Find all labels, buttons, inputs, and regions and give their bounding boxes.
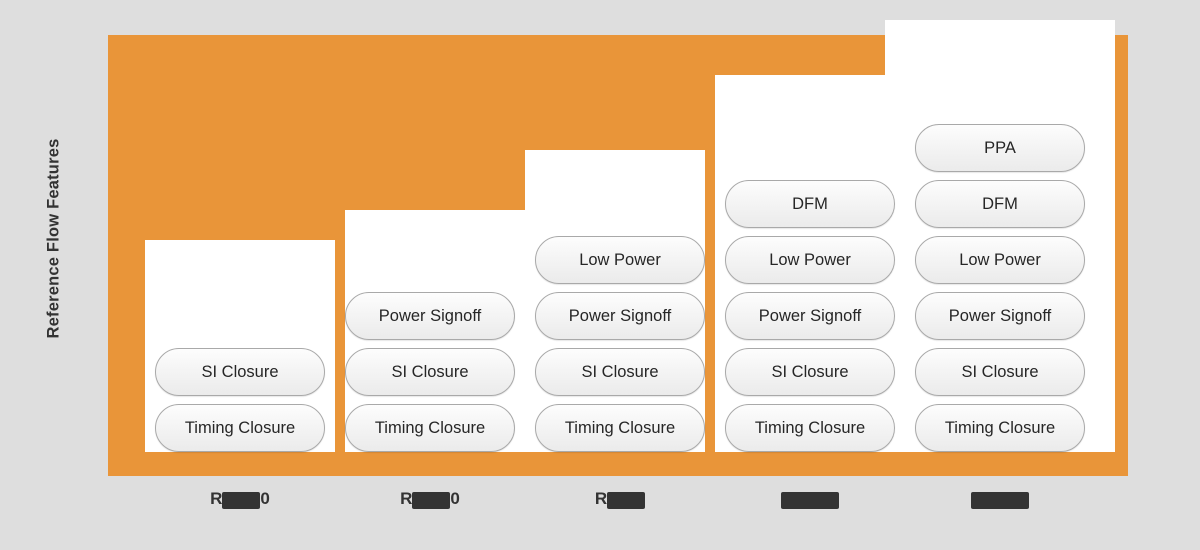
feature-pill[interactable]: Timing Closure	[725, 404, 895, 452]
feature-pill[interactable]: Power Signoff	[535, 292, 705, 340]
feature-stack-5: Timing Closure SI Closure Power Signoff Low…	[915, 124, 1085, 452]
feature-pill[interactable]: Power Signoff	[725, 292, 895, 340]
feature-pill[interactable]: DFM	[725, 180, 895, 228]
redaction-bar	[412, 491, 451, 509]
feature-pill[interactable]: SI Closure	[535, 348, 705, 396]
feature-pill[interactable]: Power Signoff	[345, 292, 515, 340]
feature-stack-3: Timing Closure SI Closure Power Signoff Low…	[535, 236, 705, 452]
feature-pill[interactable]: Low Power	[535, 236, 705, 284]
x-axis-tick-label-4	[725, 486, 895, 512]
feature-stack-1: Timing Closure SI Closure	[155, 348, 325, 452]
redaction-bar	[781, 491, 839, 509]
feature-stack-4: Timing Closure SI Closure Power Signoff Low…	[725, 180, 895, 452]
feature-pill[interactable]: SI Closure	[345, 348, 515, 396]
feature-pill[interactable]: SI Closure	[915, 348, 1085, 396]
feature-pill[interactable]: Timing Closure	[155, 404, 325, 452]
tick-text-suffix: 0	[450, 489, 460, 508]
feature-pill[interactable]: SI Closure	[155, 348, 325, 396]
feature-pill[interactable]: Timing Closure	[345, 404, 515, 452]
feature-pill[interactable]: DFM	[915, 180, 1085, 228]
redaction-bar	[971, 491, 1029, 509]
feature-pill[interactable]: Power Signoff	[915, 292, 1085, 340]
feature-pill[interactable]: PPA	[915, 124, 1085, 172]
tick-text-suffix: 0	[260, 489, 270, 508]
tick-text-prefix: R	[210, 489, 223, 508]
x-axis-tick-label-3: R	[535, 486, 705, 512]
y-axis-title-text: Reference Flow Features	[44, 138, 63, 338]
feature-pill[interactable]: SI Closure	[725, 348, 895, 396]
feature-pill[interactable]: Timing Closure	[915, 404, 1085, 452]
redaction-bar	[222, 491, 261, 509]
feature-pill[interactable]: Low Power	[915, 236, 1085, 284]
feature-stack-2: Timing Closure SI Closure Power Signoff	[345, 292, 515, 452]
y-axis-title: Reference Flow Features	[0, 0, 108, 476]
tick-text-prefix: R	[400, 489, 413, 508]
feature-pill[interactable]: Low Power	[725, 236, 895, 284]
redaction-bar	[607, 491, 646, 509]
tick-text-prefix: R	[594, 489, 608, 508]
x-axis-tick-label-5	[915, 486, 1085, 512]
feature-pill[interactable]: Timing Closure	[535, 404, 705, 452]
